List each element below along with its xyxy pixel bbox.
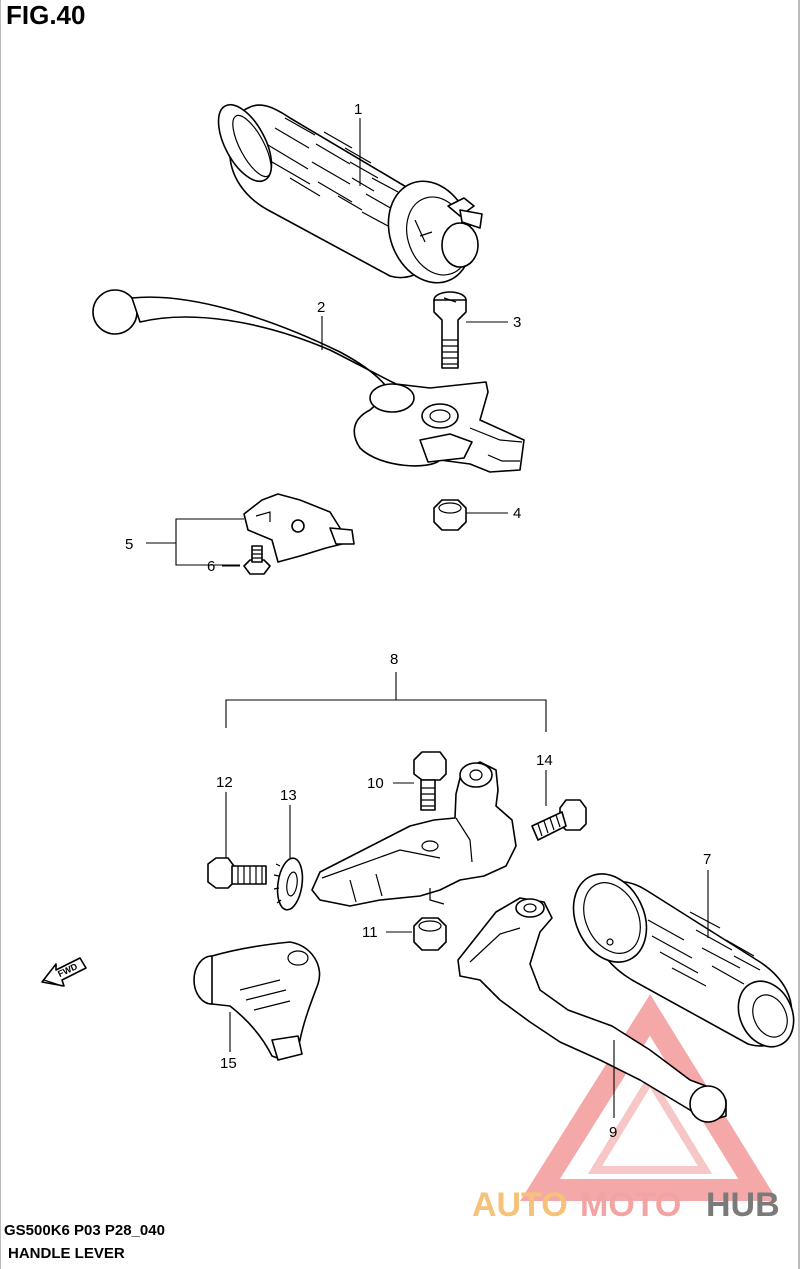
part-15-lever-boot [193, 941, 321, 1061]
callout-3: 3 [513, 314, 521, 331]
callout-15: 15 [220, 1055, 237, 1072]
callout-9: 9 [609, 1124, 617, 1141]
watermark-text: AUTO MOTO HUB [472, 1186, 780, 1224]
watermark-hub: HUB [706, 1186, 780, 1224]
watermark-moto: MOTO [580, 1186, 681, 1224]
part-5-brake-switch [243, 493, 355, 563]
part-13-locknut [273, 857, 304, 911]
callout-13: 13 [280, 787, 297, 804]
callout-11: 11 [362, 924, 378, 941]
section-name: HANDLE LEVER [8, 1245, 125, 1262]
fwd-arrow-icon: FWD [41, 957, 87, 987]
part-3-pivot-bolt [433, 291, 467, 369]
figure-title: FIG.40 [6, 0, 86, 30]
callout-12: 12 [216, 774, 233, 791]
callout-2: 2 [317, 299, 325, 316]
part-1-throttle-grip [217, 103, 483, 284]
callout-5: 5 [125, 536, 133, 553]
callout-10: 10 [367, 775, 384, 792]
callout-1: 1 [354, 101, 362, 118]
callout-7: 7 [703, 851, 711, 868]
part-6-screw [243, 545, 271, 575]
leader-lines [222, 118, 709, 1118]
watermark-auto: AUTO [472, 1186, 568, 1224]
part-4-nut [433, 499, 467, 531]
model-code: GS500K6 P03 P28_040 [4, 1222, 165, 1239]
bracket-8 [225, 672, 547, 732]
part-9-clutch-lever [457, 897, 727, 1123]
part-11-nut [413, 917, 447, 951]
callout-4: 4 [513, 505, 521, 522]
part-8-clutch-holder [311, 761, 517, 907]
callout-14: 14 [536, 752, 553, 769]
part-14-bolt [531, 799, 587, 841]
bracket-5-6 [146, 518, 244, 566]
callout-8: 8 [390, 651, 398, 668]
part-7-left-grip [572, 873, 795, 1048]
part-2-brake-lever [92, 289, 525, 473]
part-12-adjuster-bolt [207, 857, 267, 889]
part-10-bolt [413, 751, 447, 811]
callout-numbers: 1 2 3 4 5 6 7 8 9 10 11 12 13 14 15 [125, 101, 711, 1141]
callout-6: 6 [207, 558, 215, 575]
